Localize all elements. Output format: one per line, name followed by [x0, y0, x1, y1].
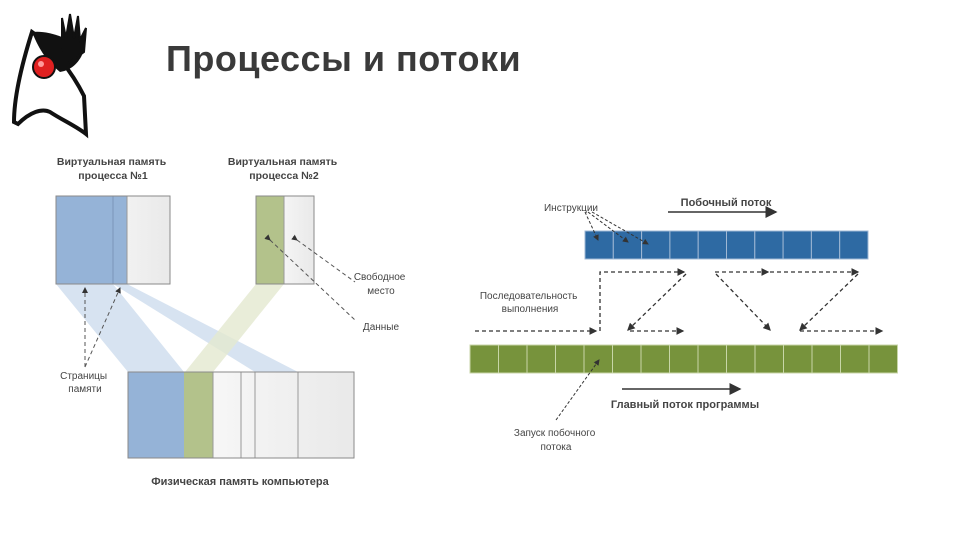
instructions-label: Инструкции	[544, 203, 598, 214]
main-thread-cell	[669, 344, 699, 374]
vm1-page-a	[56, 196, 113, 284]
main-thread-cell	[469, 344, 499, 374]
side-thread-cell	[782, 230, 812, 260]
memory-pages-label: Страницы памяти	[60, 371, 110, 395]
free-label-line2: место	[367, 286, 395, 297]
pages-label-line1: Страницы	[60, 371, 107, 382]
side-thread-cell	[641, 230, 671, 260]
free-space-label: Свободное место	[354, 271, 408, 297]
side-thread-label: Побочный поток	[681, 197, 772, 209]
vm2-label-line1: Виртуальная память	[228, 156, 338, 168]
main-thread-cell	[783, 344, 813, 374]
sequence-label-line2: выполнения	[502, 304, 559, 315]
pages-label-line2: памяти	[68, 384, 101, 395]
main-thread-cell	[555, 344, 585, 374]
vm1-label: Виртуальная память процесса №1	[57, 156, 169, 182]
main-thread-cell	[640, 344, 670, 374]
main-thread-cell	[526, 344, 556, 374]
main-thread-cell	[498, 344, 528, 374]
side-thread-cell	[697, 230, 728, 260]
mapping-beam-3	[185, 284, 284, 372]
spawn-label-line1: Запуск побочного	[514, 427, 596, 439]
main-thread-cell	[868, 344, 898, 374]
sequence-label-line1: Последовательность	[480, 291, 577, 302]
side-thread-cell	[612, 230, 643, 260]
main-thread-cell	[726, 344, 756, 374]
main-thread-cell	[583, 344, 613, 374]
spawn-label-line2: потока	[541, 442, 572, 453]
main-thread-label: Главный поток программы	[611, 399, 759, 411]
phys-page-blue	[128, 372, 184, 458]
vm1-label-line1: Виртуальная память	[57, 156, 167, 168]
duke-logo	[11, 13, 89, 139]
spawn-thread-label: Запуск побочного потока	[514, 427, 598, 453]
main-thread-cell	[612, 344, 642, 374]
side-thread-cell	[584, 230, 614, 260]
side-thread-cell	[754, 230, 784, 260]
physical-memory-label: Физическая память компьютера	[151, 476, 329, 488]
threads-diagram: Инструкции Побочный поток Последовательн…	[469, 197, 898, 453]
main-thread-cell	[697, 344, 727, 374]
main-thread-cell	[754, 344, 784, 374]
side-thread-cell	[810, 230, 841, 260]
side-thread-cell	[839, 230, 869, 260]
side-thread-cell	[726, 230, 756, 260]
virtual-memory-diagram: Виртуальная память процесса №1 Виртуальн…	[55, 156, 408, 488]
phys-page-green	[184, 372, 213, 458]
side-thread-cell	[669, 230, 699, 260]
vm1-page-b	[113, 196, 127, 284]
mapping-beam-2	[113, 284, 298, 372]
main-thread-cell	[811, 344, 841, 374]
slide-title: Процессы и потоки	[166, 38, 522, 79]
vm2-label: Виртуальная память процесса №2	[228, 156, 340, 182]
side-thread-bar	[584, 230, 869, 260]
vm1-label-line2: процесса №1	[78, 170, 148, 182]
main-thread-bar	[469, 344, 898, 374]
mapping-beam-1	[56, 284, 184, 372]
vm2-label-line2: процесса №2	[249, 170, 319, 182]
main-thread-cell	[840, 344, 870, 374]
data-label: Данные	[363, 322, 400, 333]
sequence-label: Последовательность выполнения	[480, 291, 580, 315]
free-label-line1: Свободное	[354, 271, 406, 283]
